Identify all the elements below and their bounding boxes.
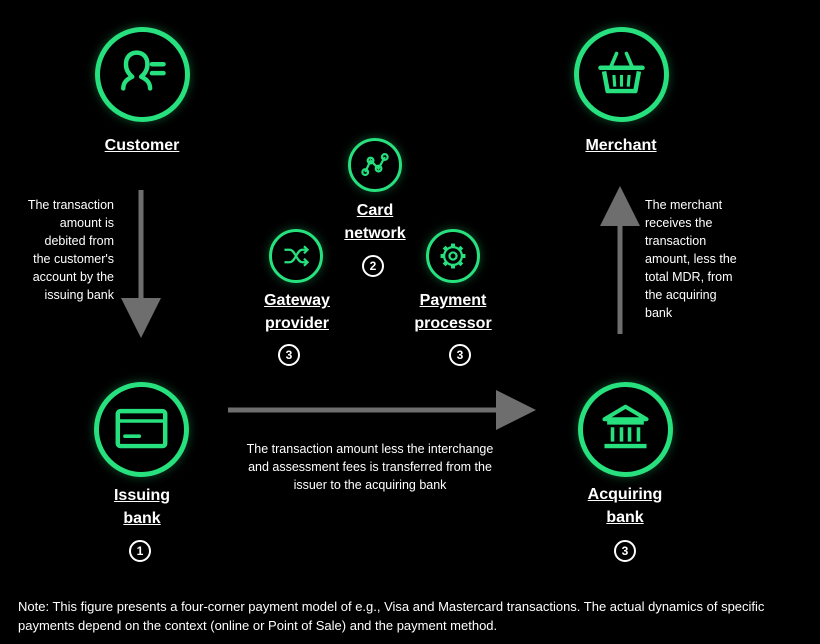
- credit-card-icon: [115, 408, 168, 449]
- gateway-label: Gateway provider: [247, 289, 347, 335]
- footnote-line1: Note: This figure presents a four-corner…: [18, 599, 765, 614]
- customer-to-issuer-text: The transaction amount is debited from t…: [27, 198, 114, 302]
- customer-node: [95, 27, 190, 122]
- bank-building-icon: [602, 404, 649, 449]
- shopping-basket-icon: [598, 51, 645, 94]
- merchant-label: Merchant: [585, 137, 657, 154]
- processor-label-line2: processor: [414, 315, 492, 332]
- gateway-label-line1: Gateway: [264, 292, 330, 309]
- card-network-label-line1: Card: [356, 202, 394, 219]
- processor-label-line1: Payment: [419, 292, 487, 309]
- issuing-bank-label: Issuing bank: [92, 484, 192, 530]
- acquiring-bank-badge: 3: [614, 540, 636, 562]
- acquiring-bank-label: Acquiring bank: [575, 483, 675, 529]
- issuer-to-acquirer-text: The transaction amount less the intercha…: [246, 442, 494, 492]
- footnote: Note: This figure presents a four-corner…: [18, 597, 818, 635]
- issuing-bank-badge: 1: [129, 540, 151, 562]
- customer-label: Customer: [104, 137, 180, 154]
- acquiring-bank-node: [578, 382, 673, 477]
- gateway-badge: 3: [278, 344, 300, 366]
- footnote-line2: payments depend on the context (online o…: [18, 618, 498, 633]
- issuing-bank-label-line1: Issuing: [113, 487, 170, 504]
- acquiring-bank-label-line1: Acquiring: [587, 486, 663, 503]
- gateway-node: [269, 229, 323, 283]
- card-network-badge: 2: [362, 255, 384, 277]
- gear-icon: [440, 243, 466, 269]
- processor-node: [426, 229, 480, 283]
- card-network-node: [348, 138, 402, 192]
- card-network-label-line2: network: [344, 225, 406, 242]
- card-network-label: Card network: [325, 199, 425, 245]
- issuing-bank-label-line2: bank: [123, 510, 161, 527]
- network-nodes-icon: [361, 153, 389, 177]
- merchant-node: [574, 27, 669, 122]
- gateway-label-line2: provider: [264, 315, 329, 332]
- processor-badge: 3: [449, 344, 471, 366]
- issuing-bank-node: [94, 382, 189, 477]
- acquirer-to-merchant-text: The merchant receives the transaction am…: [645, 198, 737, 320]
- processor-label: Payment processor: [403, 289, 503, 335]
- acquiring-bank-label-line2: bank: [606, 509, 644, 526]
- person-list-icon: [121, 50, 166, 91]
- shuffle-arrows-icon: [284, 245, 310, 267]
